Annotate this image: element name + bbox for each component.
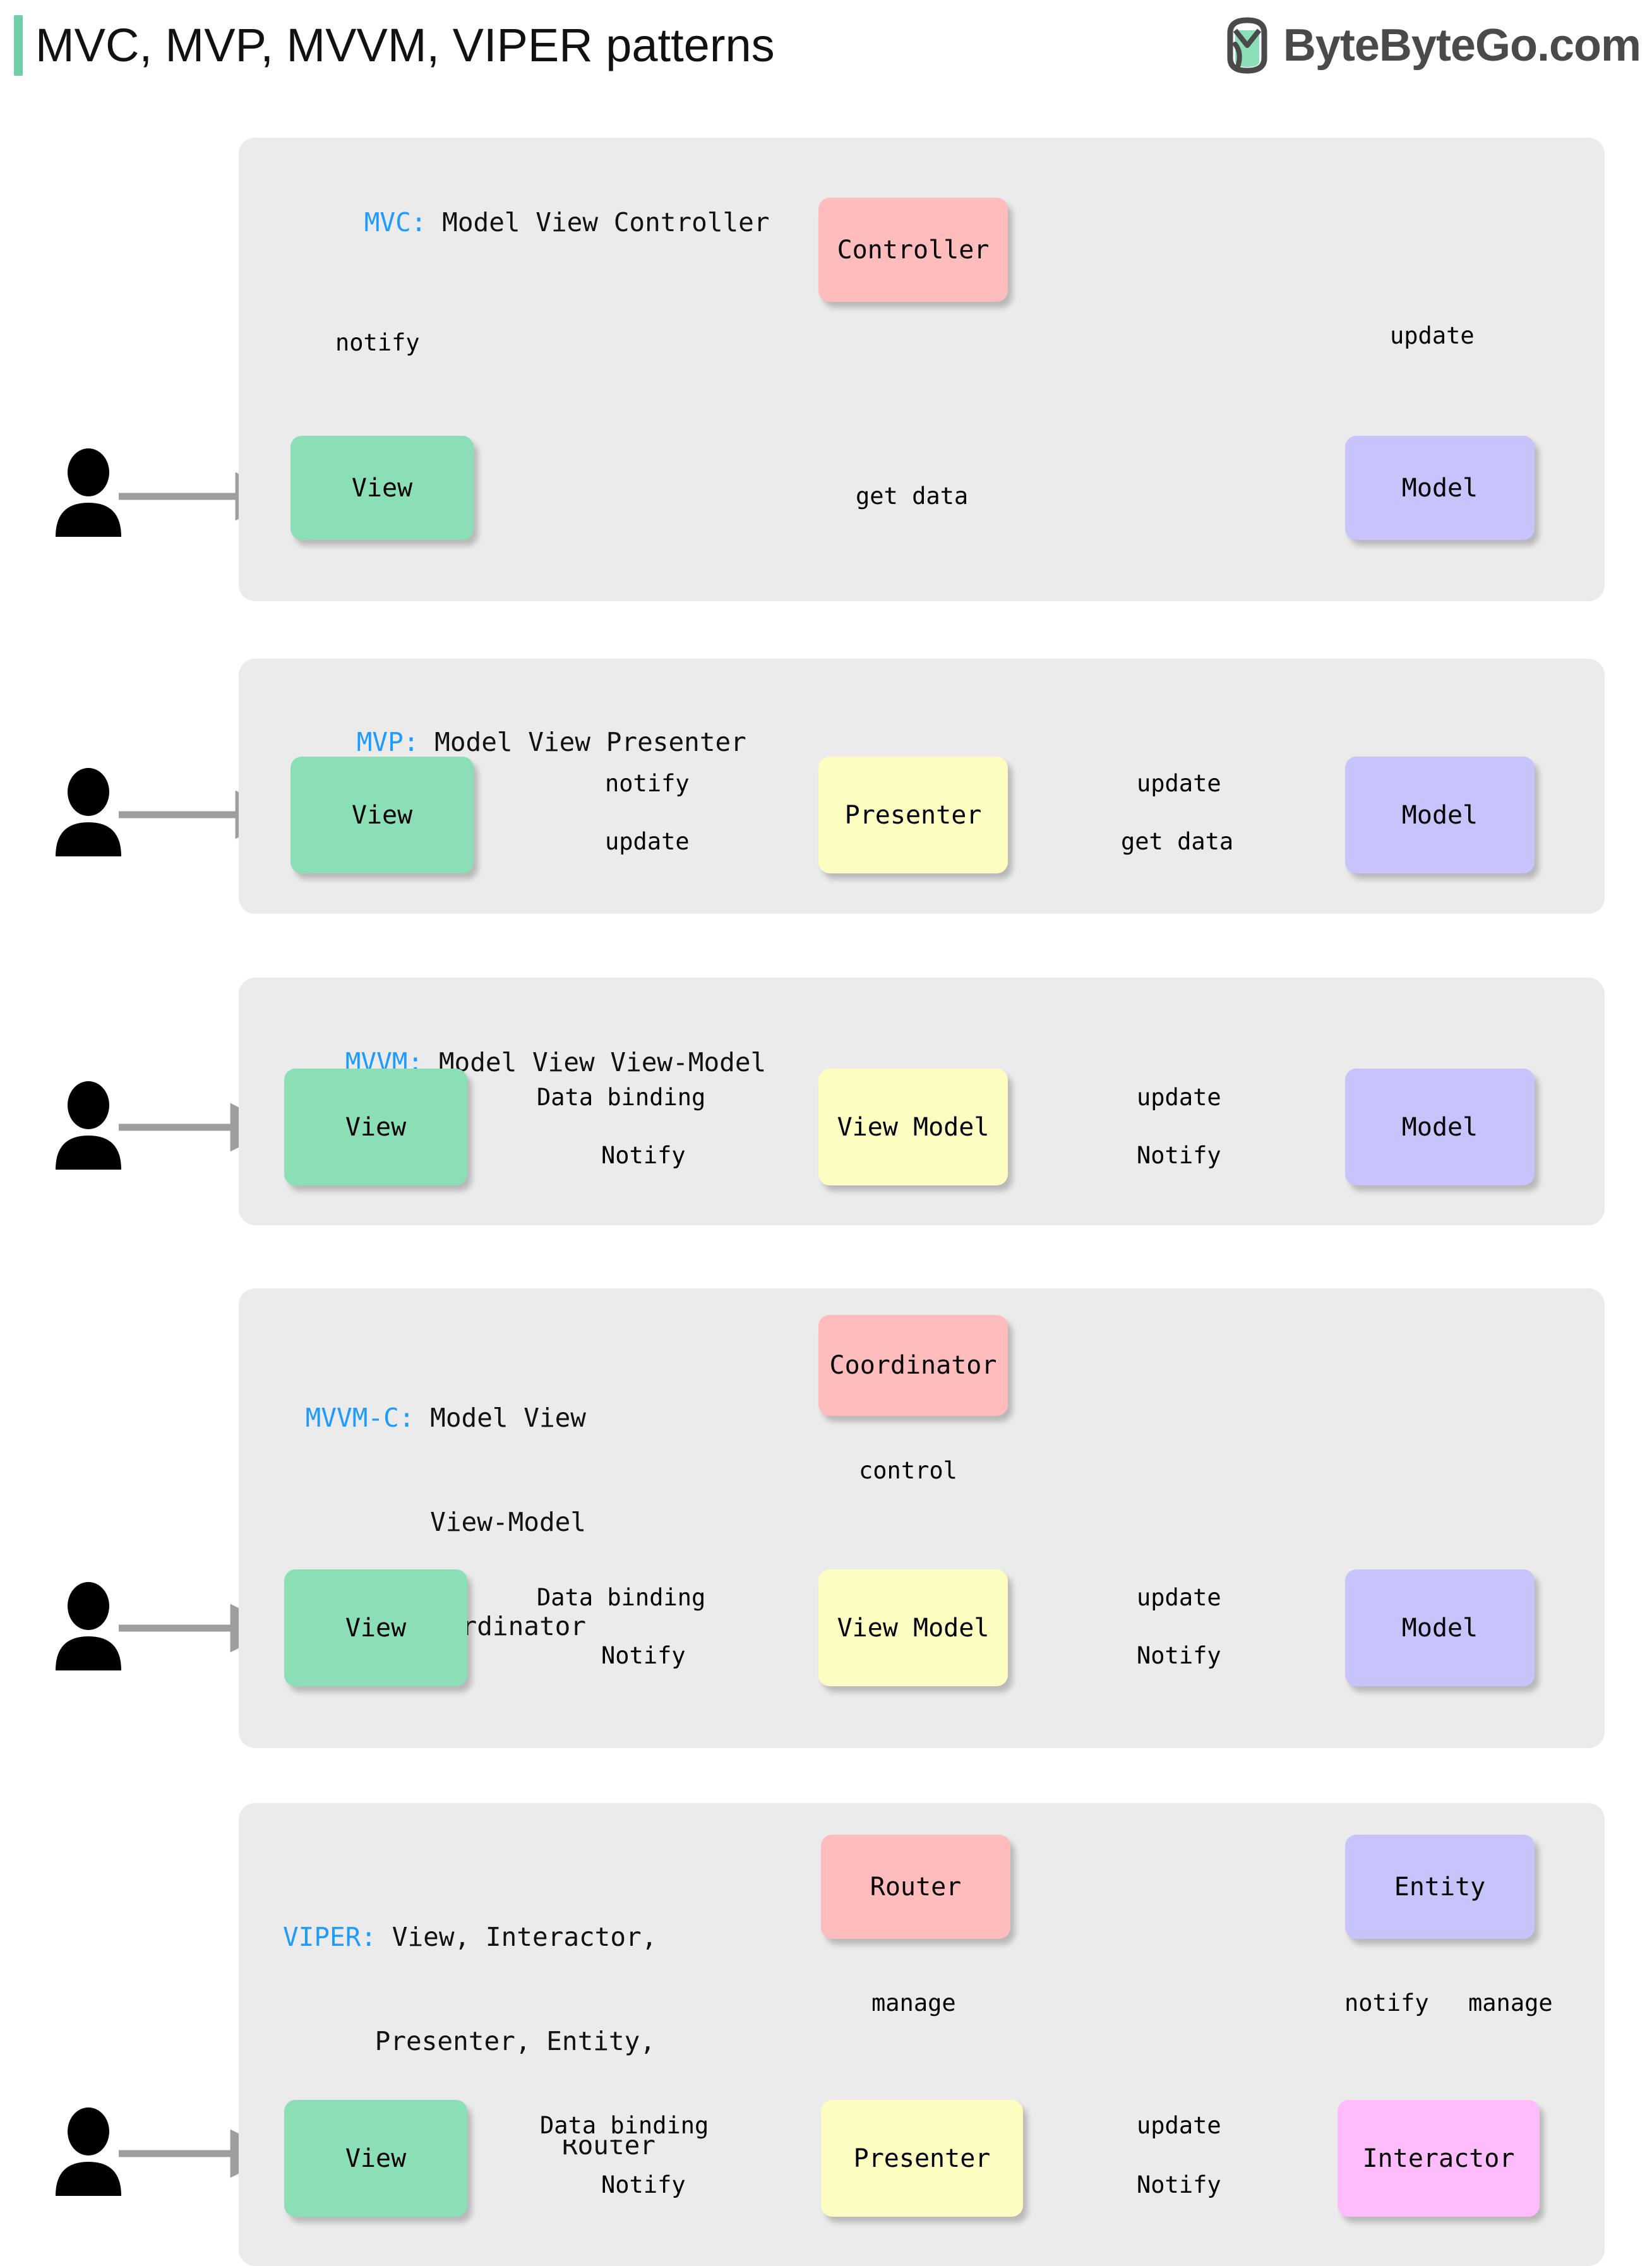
edge-label-mvvm-notify-left: Notify (595, 1142, 692, 1170)
section-key-viper: VIPER: (283, 1922, 377, 1952)
section-title-line1-viper: View, Interactor, (376, 1922, 657, 1952)
node-model-mvvm[interactable]: Model (1345, 1069, 1535, 1185)
edge-label-viper-notify-left: Notify (595, 2171, 692, 2199)
node-label: Model (1401, 800, 1478, 830)
node-model-mvc[interactable]: Model (1345, 436, 1535, 540)
node-label: Entity (1394, 1872, 1486, 1902)
edge-label-mvc-notify: notify (329, 329, 426, 357)
node-entity-viper[interactable]: Entity (1345, 1835, 1535, 1939)
section-title-line1-mvvmc: Model View (414, 1403, 586, 1433)
section-title-mvvm: MVVM: Model View View-Model (283, 1010, 766, 1115)
edge-label-mvvmc-databinding: Data binding (530, 1584, 712, 1612)
user-actor-icon-mvvmc (54, 1582, 123, 1673)
edge-label-mvp-getdata: get data (1115, 828, 1240, 856)
node-label: Router (870, 1872, 962, 1902)
node-presenter-viper[interactable]: Presenter (821, 2100, 1023, 2217)
edge-label-mvc-getdata: get data (849, 483, 975, 510)
edge-label-mvvm-update: update (1130, 1084, 1228, 1112)
title-accent-bar (14, 15, 23, 76)
section-key-mvc: MVC: (364, 207, 427, 237)
page-header: MVC, MVP, MVVM, VIPER patterns ByteByteG… (0, 0, 1652, 95)
section-title-text-mvvm: Model View View-Model (423, 1047, 767, 1077)
node-presenter-mvp[interactable]: Presenter (818, 757, 1008, 873)
node-view-mvvm[interactable]: View (284, 1069, 467, 1185)
section-title-line2-mvvmc: View-Model (430, 1507, 586, 1537)
edge-label-mvp-notify: notify (599, 770, 696, 798)
edge-label-mvvm-notify-right: Notify (1130, 1142, 1228, 1170)
node-label: Interactor (1362, 2143, 1515, 2173)
user-actor-icon-mvp (54, 768, 123, 859)
node-label: Presenter (844, 800, 982, 830)
node-router-viper[interactable]: Router (821, 1835, 1010, 1939)
node-label: Coordinator (829, 1351, 997, 1380)
node-label: Presenter (853, 2143, 991, 2173)
user-actor-icon-viper (54, 2107, 123, 2198)
node-label: View Model (837, 1112, 990, 1142)
node-coordinator-mvvmc[interactable]: Coordinator (818, 1315, 1008, 1416)
edge-label-mvp-update-bottom: update (599, 828, 696, 856)
brand-text: ByteByteGo.com (1283, 20, 1641, 71)
section-key-mvvmc: MVVM-C: (305, 1403, 415, 1433)
node-label: View (351, 800, 413, 830)
edge-label-viper-databinding: Data binding (534, 2112, 715, 2140)
node-model-mvp[interactable]: Model (1345, 757, 1535, 873)
edge-label-mvc-update: update (1384, 322, 1481, 350)
node-view-mvc[interactable]: View (290, 436, 474, 540)
edge-label-viper-update: update (1130, 2112, 1228, 2140)
edge-label-mvp-update-top: update (1130, 770, 1228, 798)
node-viewmodel-mvvmc[interactable]: View Model (818, 1569, 1008, 1686)
node-label: Model (1401, 1613, 1478, 1643)
node-view-viper[interactable]: View (284, 2100, 467, 2217)
section-title-text-mvp: Model View Presenter (419, 727, 746, 757)
node-label: Model (1401, 1112, 1478, 1142)
section-key-mvp: MVP: (356, 727, 419, 757)
node-label: View (345, 2143, 407, 2173)
node-label: View (351, 473, 413, 503)
section-title-line2-viper: Presenter, Entity, (374, 2026, 655, 2056)
edge-label-mvvmc-notify-left: Notify (595, 1642, 692, 1670)
section-title-mvvmc: MVVM-C: Model View View-Model Coordinato… (283, 1331, 586, 1713)
edge-label-mvvm-databinding: Data binding (530, 1084, 712, 1112)
node-view-mvp[interactable]: View (290, 757, 474, 873)
node-view-mvvmc[interactable]: View (284, 1569, 467, 1686)
edge-label-viper-notify-right: Notify (1130, 2171, 1228, 2199)
node-label: View (345, 1613, 407, 1643)
user-actor-icon-mvvm (54, 1081, 123, 1172)
node-model-mvvmc[interactable]: Model (1345, 1569, 1535, 1686)
section-title-mvc: MVC: Model View Controller (302, 171, 770, 275)
edge-label-mvvmc-control: control (853, 1457, 964, 1485)
page-title: MVC, MVP, MVVM, VIPER patterns (35, 19, 775, 71)
section-title-viper: VIPER: View, Interactor, Presenter, Enti… (283, 1850, 657, 2233)
node-label: View Model (837, 1613, 990, 1643)
edge-label-viper-manage-entity: manage (1462, 1989, 1559, 2017)
node-interactor-viper[interactable]: Interactor (1338, 2100, 1540, 2217)
node-label: View (345, 1112, 407, 1142)
section-title-text-mvc: Model View Controller (426, 207, 770, 237)
node-viewmodel-mvvm[interactable]: View Model (818, 1069, 1008, 1185)
edge-label-viper-manage-router: manage (865, 1989, 962, 2017)
edge-label-viper-notify-entity: notify (1338, 1989, 1435, 2017)
brand: ByteByteGo.com (1223, 16, 1641, 75)
edge-label-mvvmc-notify-right: Notify (1130, 1642, 1228, 1670)
node-label: Model (1401, 473, 1478, 503)
edge-label-mvvmc-update: update (1130, 1584, 1228, 1612)
user-actor-icon-mvc (54, 448, 123, 539)
node-controller-mvc[interactable]: Controller (818, 198, 1008, 302)
node-label: Controller (837, 235, 990, 265)
bytebytego-logo-icon (1223, 16, 1272, 75)
section-title-mvp: MVP: Model View Presenter (294, 690, 746, 794)
